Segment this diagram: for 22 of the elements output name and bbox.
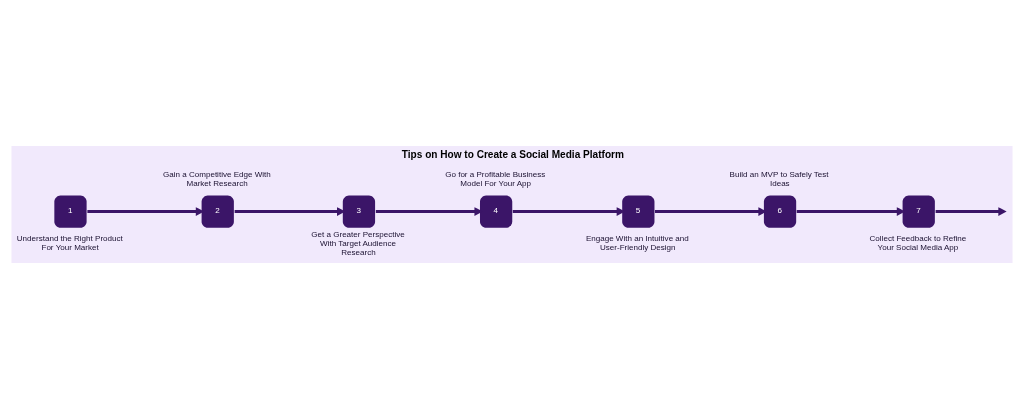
node-label: Collect Feedback to Refine Your Social Media App [869, 234, 967, 253]
arrow [375, 207, 483, 216]
node-label: Build an MVP to Safely Test Ideas [729, 169, 829, 188]
node-box: 4 [480, 195, 513, 228]
node-label: Gain a Competitive Edge With Market Research [163, 169, 271, 188]
arrow [87, 207, 205, 216]
diagram-title: Tips on How to Create a Social Media Platform [401, 148, 624, 160]
arrow [796, 207, 906, 216]
arrow [512, 207, 625, 216]
node-box: 3 [342, 195, 376, 228]
arrow [935, 207, 1007, 216]
node-box: 5 [622, 195, 655, 228]
node-label: Get a Greater Perspective With Target Audience Research [311, 230, 405, 258]
node-label: Go for a Profitable Business Model For Your App [445, 169, 546, 188]
arrow [654, 207, 767, 216]
arrow [234, 207, 346, 216]
node-box: 6 [763, 195, 797, 228]
node-box: 2 [201, 195, 234, 228]
node-box: 1 [54, 195, 87, 228]
node-box: 7 [902, 195, 935, 228]
node-label: Understand the Right Product For Your Market [16, 234, 123, 253]
node-label: Engage With an Intuitive and User-Friendly Design [585, 234, 689, 253]
